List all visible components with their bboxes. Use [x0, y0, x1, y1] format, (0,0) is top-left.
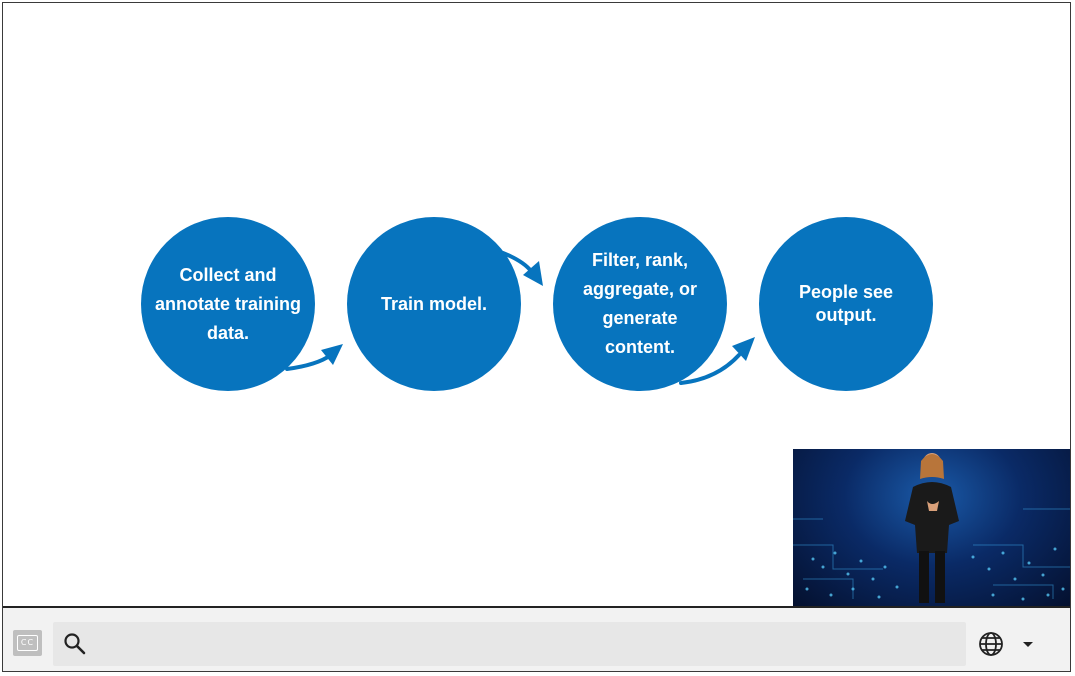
step-2-label: Train model.: [380, 293, 488, 314]
closed-captions-icon: CC: [17, 635, 38, 651]
step-4-circle: People see output.: [759, 217, 933, 391]
step-2-circle: Train model.: [347, 217, 521, 391]
language-menu-button[interactable]: [977, 630, 1039, 658]
globe-icon: [979, 632, 1003, 656]
player-toolbar: CC: [3, 606, 1070, 671]
search-icon[interactable]: [63, 632, 87, 656]
step-4-label: People see output.: [798, 282, 894, 325]
flow-arrows: [285, 251, 755, 385]
closed-captions-button[interactable]: CC: [13, 630, 42, 656]
search-input[interactable]: [101, 622, 955, 668]
presenter-video-image: [793, 453, 1070, 603]
transcript-search[interactable]: [53, 622, 966, 668]
caret-down-icon: [1023, 642, 1033, 647]
arrow-1-head: [321, 344, 343, 365]
step-1-circle: Collect and annotate training data.: [141, 217, 315, 391]
step-3-circle: Filter, rank, aggregate, or generate con…: [553, 217, 727, 391]
presenter-video[interactable]: [793, 449, 1070, 606]
step-3-label: Filter, rank, aggregate, or generate con…: [582, 250, 698, 357]
presenter-figure: [905, 453, 959, 603]
arrow-3: [679, 353, 741, 385]
arrow-2-head: [523, 261, 543, 286]
arrow-3-head: [732, 337, 755, 361]
step-1-label: Collect and annotate training data.: [155, 264, 302, 343]
arrow-2: [501, 251, 533, 273]
slide: Collect and annotate training data. Trai…: [3, 3, 1070, 607]
arrow-1: [285, 353, 333, 371]
